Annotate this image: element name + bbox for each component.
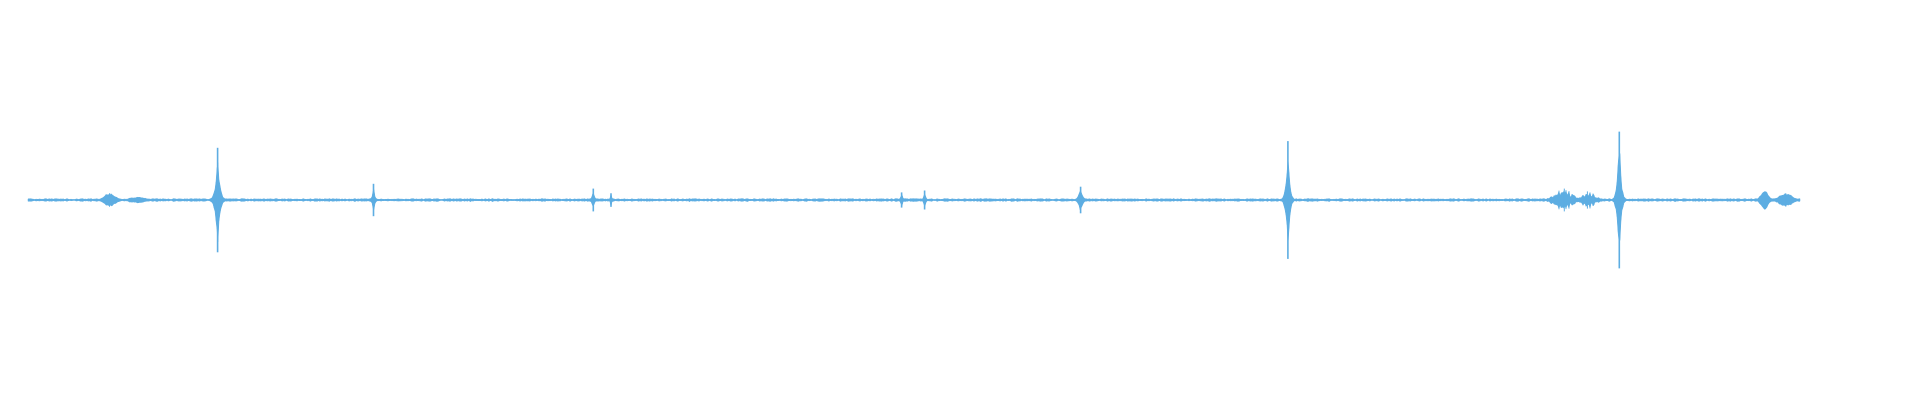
waveform-trace: [27, 131, 1801, 269]
waveform-envelope: [27, 151, 1801, 245]
